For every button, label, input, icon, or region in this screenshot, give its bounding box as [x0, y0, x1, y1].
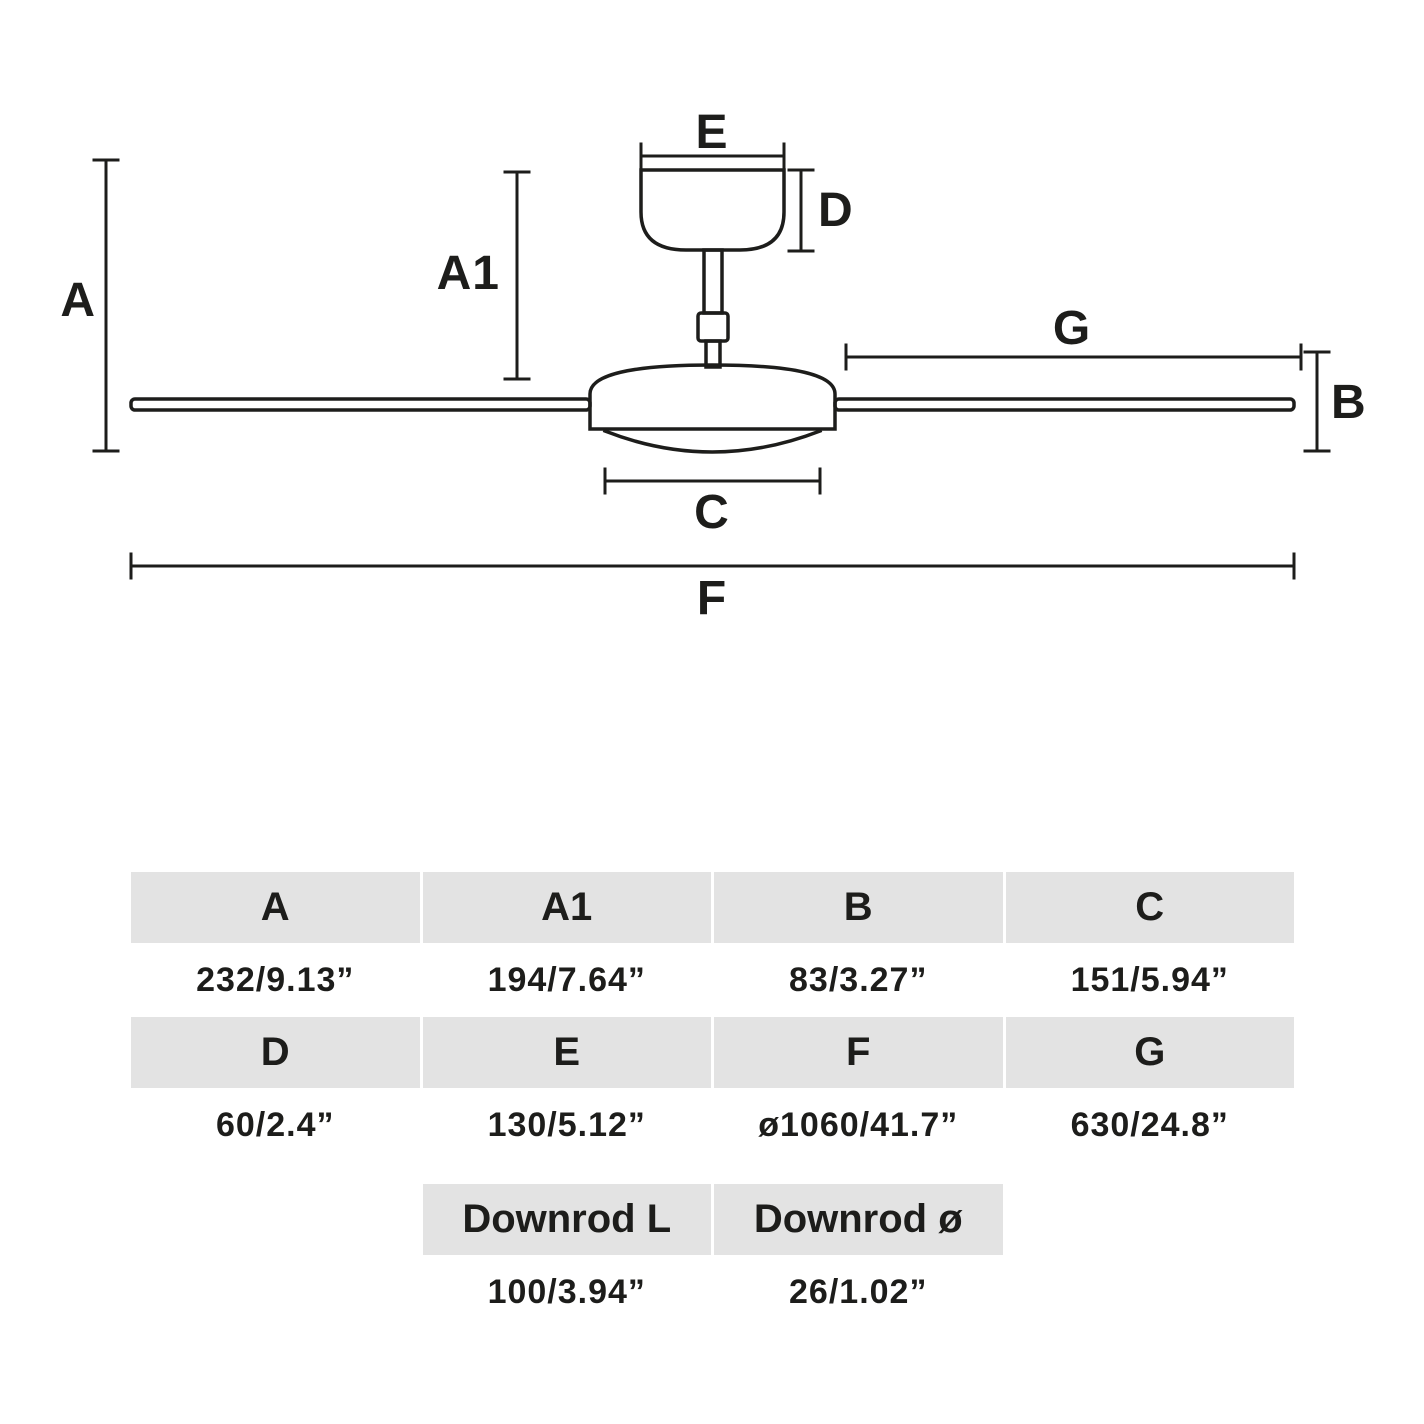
- value-cell-downrod-dia: 26/1.02”: [714, 1255, 1003, 1329]
- value-cell-downrod-l: 100/3.94”: [422, 1255, 711, 1329]
- dim-line-C: [603, 467, 822, 495]
- header-cell-F: F: [714, 1017, 1003, 1088]
- dim-line-B: [1303, 350, 1331, 453]
- dim-line-G: [844, 343, 1303, 371]
- table-header-row-2: D E F G: [131, 1017, 1294, 1088]
- dim-label-A1: A1: [437, 247, 500, 300]
- dim-label-D: D: [818, 184, 854, 237]
- header-cell-A: A: [131, 872, 420, 943]
- blade-right: [833, 397, 1296, 412]
- header-cell-E: E: [422, 1017, 711, 1088]
- header-cell-B: B: [714, 872, 1003, 943]
- value-cell-C: 151/5.94”: [1005, 943, 1294, 1017]
- value-cell-E: 130/5.12”: [422, 1088, 711, 1162]
- value-cell-G: 630/24.8”: [1005, 1088, 1294, 1162]
- dim-label-F: F: [697, 572, 727, 625]
- motor-housing: [588, 363, 837, 431]
- header-cell-A1: A1: [422, 872, 711, 943]
- table-header-row-1: A A1 B C: [131, 872, 1294, 943]
- table-value-row-1: 232/9.13” 194/7.64” 83/3.27” 151/5.94”: [131, 943, 1294, 1017]
- canopy-outline: [639, 168, 786, 252]
- dim-line-F: [129, 552, 1296, 580]
- header-cell-G: G: [1005, 1017, 1294, 1088]
- header-cell-C: C: [1005, 872, 1294, 943]
- header-cell-downrod-l: Downrod L: [422, 1184, 711, 1255]
- value-cell-F: ø1060/41.7”: [714, 1088, 1003, 1162]
- table-value-row-2: 60/2.4” 130/5.12” ø1060/41.7” 630/24.8”: [131, 1088, 1294, 1162]
- dim-label-B: B: [1331, 376, 1367, 429]
- dim-label-C: C: [694, 486, 730, 539]
- fan-drawing: [129, 168, 1296, 454]
- dim-line-A: [92, 158, 120, 453]
- dimension-lines: [92, 142, 1331, 580]
- table-header-row-downrod: Downrod L Downrod ø: [131, 1184, 1294, 1255]
- header-cell-D: D: [131, 1017, 420, 1088]
- dimension-table: A A1 B C 232/9.13” 194/7.64” 83/3.27” 15…: [131, 872, 1294, 1329]
- dim-line-D: [787, 168, 815, 253]
- header-cell-downrod-dia: Downrod ø: [714, 1184, 1003, 1255]
- dim-label-G: G: [1053, 302, 1091, 355]
- dim-line-E: [639, 142, 786, 170]
- value-cell-A: 232/9.13”: [131, 943, 420, 1017]
- table-spacer: [131, 1162, 1294, 1184]
- fan-dimension-diagram: A A1 E D G B C F: [60, 106, 1367, 625]
- value-cell-A1: 194/7.64”: [422, 943, 711, 1017]
- blade-left: [129, 397, 592, 412]
- downrod-coupler: [696, 311, 730, 343]
- table-value-row-downrod: 100/3.94” 26/1.02”: [131, 1255, 1294, 1329]
- dim-line-A1: [503, 170, 531, 381]
- value-cell-B: 83/3.27”: [714, 943, 1003, 1017]
- dim-label-A: A: [60, 274, 96, 327]
- value-cell-D: 60/2.4”: [131, 1088, 420, 1162]
- dim-label-E: E: [695, 106, 728, 159]
- downrod: [702, 248, 724, 315]
- downrod-lower: [704, 339, 722, 369]
- light-lens: [602, 428, 823, 454]
